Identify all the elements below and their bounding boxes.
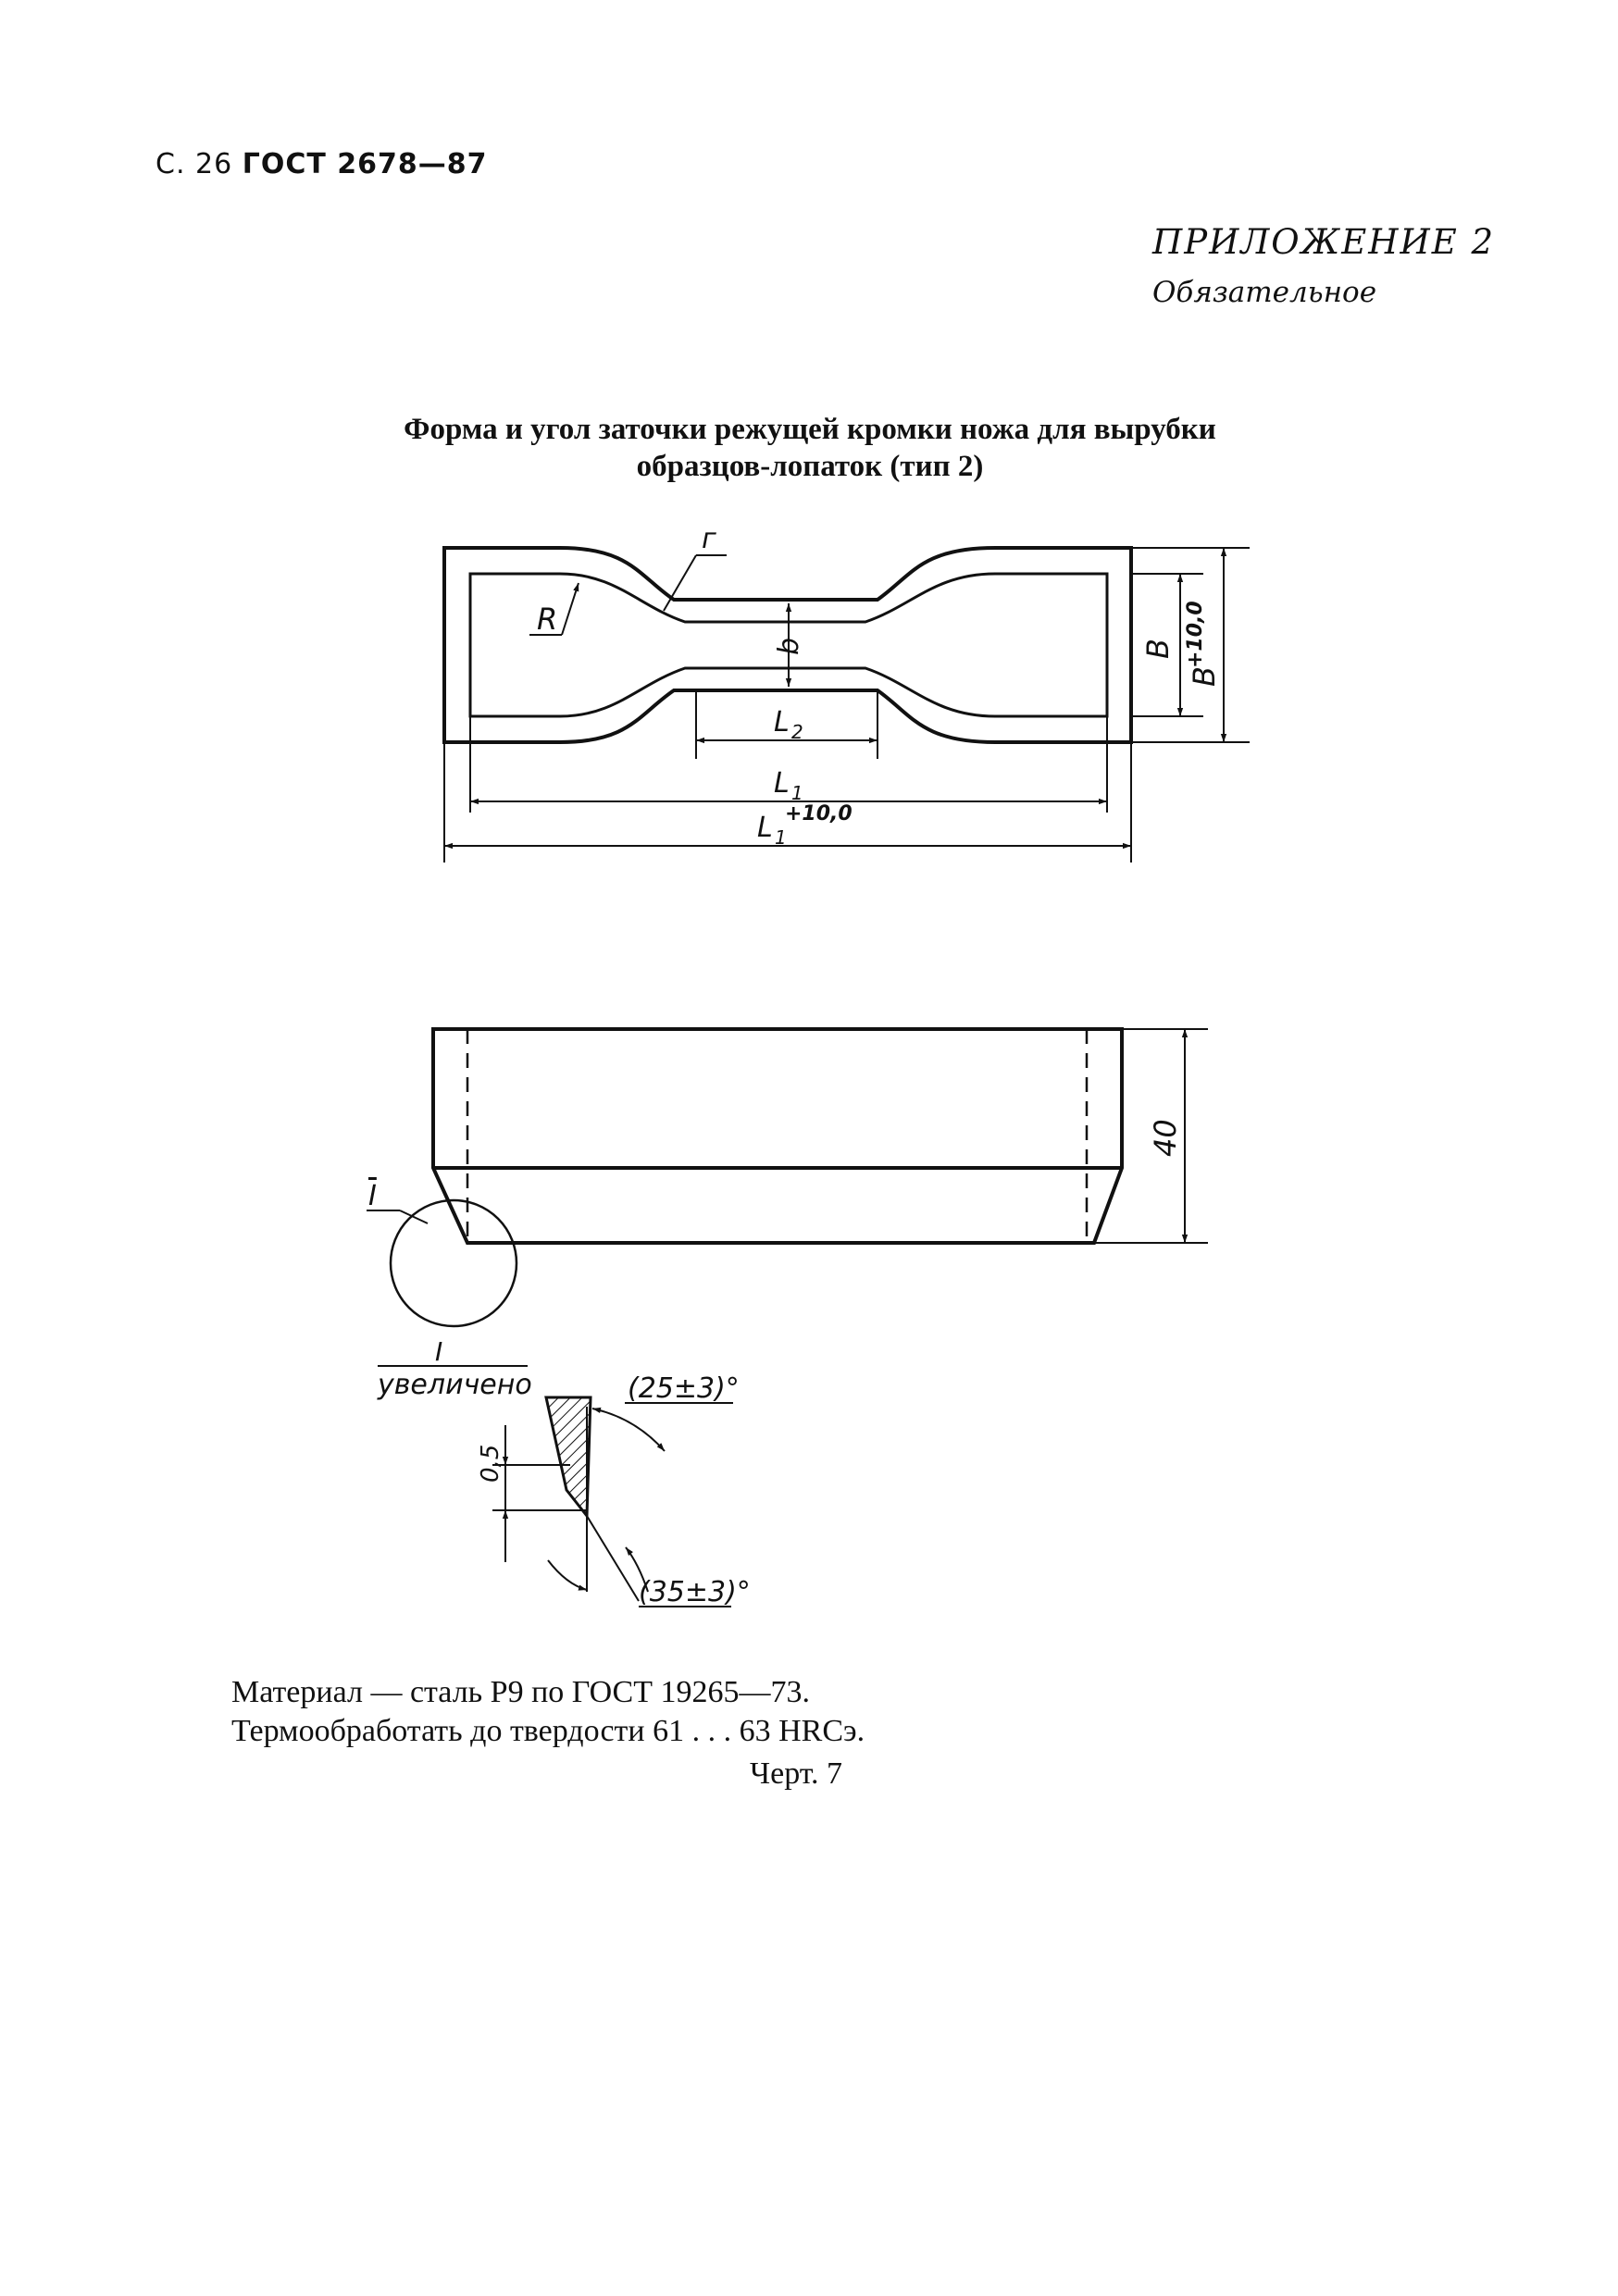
r-label: г — [702, 523, 716, 555]
svg-text:L: L — [774, 706, 790, 738]
page-header: С. 26 ГОСТ 2678—87 — [156, 148, 488, 180]
figure-notes: Материал — сталь Р9 по ГОСТ 19265—73. Те… — [231, 1673, 865, 1751]
L1-label: L 1 — [774, 767, 803, 804]
caption-line-2: образцов-лопаток (тип 2) — [636, 450, 984, 483]
angle-top-label: (25±3)° — [628, 1372, 740, 1405]
detail-title-label: I — [435, 1336, 442, 1367]
detail-mark-leader — [399, 1210, 429, 1224]
angle-bottom-label: (35±3)° — [639, 1576, 751, 1608]
knife-side-view — [431, 1027, 1124, 1245]
r-leader — [663, 554, 697, 612]
L2-sub: 2 — [791, 721, 803, 743]
plan-view-labels: г R b B B +10,0 L 2 L 1 L 1 +10,0 — [537, 523, 1222, 849]
angle-bottom-arc-2 — [625, 1546, 649, 1593]
svg-text:B: B — [1187, 666, 1222, 687]
figure-number: Черт. 7 — [750, 1756, 843, 1791]
B-tol-sup: +10,0 — [1184, 601, 1207, 668]
appendix-title: ПРИЛОЖЕНИЕ 2 — [1152, 222, 1496, 262]
svg-text:L: L — [757, 812, 773, 844]
angle-top-arc — [591, 1407, 666, 1452]
svg-text:L: L — [774, 767, 790, 800]
standard-number: ГОСТ 2678—87 — [242, 148, 488, 180]
edge-section — [544, 1396, 592, 1520]
caption-line-1: Форма и угол заточки режущей кромки ножа… — [404, 413, 1216, 446]
b-label: b — [773, 638, 805, 655]
hardness-note: Термообработать до твердости 61 . . . 63… — [231, 1714, 865, 1748]
detail-note-label: увеличено — [377, 1369, 532, 1401]
R-leader — [561, 582, 579, 636]
R-label: R — [537, 602, 557, 637]
edge-detail: 0,5 (25±3)° (35±3)° — [477, 1372, 751, 1608]
angle-bottom-arc — [547, 1559, 588, 1591]
plan-view-dimensions — [443, 547, 1250, 863]
L1-tol-label: L 1 +10,0 — [757, 802, 853, 849]
L1-tol-sup: +10,0 — [785, 802, 853, 825]
detail-mark-label: I — [368, 1180, 377, 1212]
figure-caption: Форма и угол заточки режущей кромки ножа… — [231, 411, 1388, 485]
L2-label: L 2 — [774, 706, 803, 743]
knife-side-outline — [431, 1027, 1124, 1245]
side-view-dimensions — [367, 1028, 1208, 1367]
L1-sub: 1 — [791, 782, 803, 804]
side-view-labels: 40 I I увеличено — [368, 1119, 1183, 1401]
B-tol-label: B +10,0 — [1184, 601, 1222, 687]
appendix-status: Обязательное — [1152, 276, 1377, 309]
edge-bevel-extension — [586, 1515, 640, 1602]
page-number: С. 26 — [156, 148, 233, 180]
edge-width-label: 0,5 — [477, 1445, 504, 1483]
L1-tol-sub: 1 — [775, 826, 787, 849]
height-label: 40 — [1148, 1119, 1183, 1157]
material-note: Материал — сталь Р9 по ГОСТ 19265—73. — [231, 1675, 810, 1709]
B-label: B — [1140, 639, 1176, 659]
detail-circle — [389, 1198, 518, 1328]
